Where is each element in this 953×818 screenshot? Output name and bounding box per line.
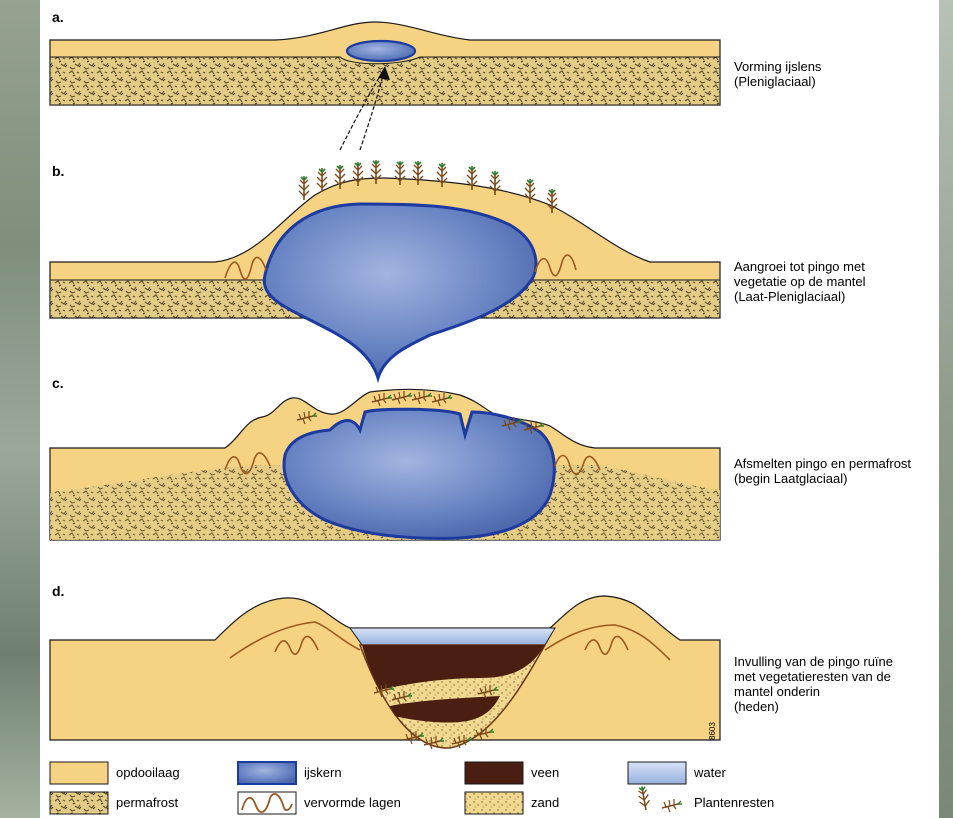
legend-swatch-water	[628, 762, 686, 784]
legend-swatch-ijskern	[238, 762, 296, 784]
panel-b: b. Aangroei tot pingo met vegetatie op d…	[50, 160, 866, 378]
background-right	[939, 0, 953, 818]
panel-a-caption-2: (Pleniglaciaal)	[734, 74, 816, 89]
legend-label-zand: zand	[531, 795, 559, 810]
panel-d-letter: d.	[52, 583, 64, 599]
panel-c-caption-1: Afsmelten pingo en permafrost	[734, 456, 911, 471]
panel-a-caption-1: Vorming ijslens	[734, 59, 822, 74]
legend-label-veen: veen	[531, 765, 559, 780]
panel-d-caption-3: mantel onderin	[734, 684, 820, 699]
legend-plantenresten-icon	[637, 785, 682, 812]
panel-a: a. Vorming ijslens (Pleniglaciaal)	[50, 9, 822, 150]
panel-d-caption-1: Invulling van de pingo ruïne	[734, 654, 893, 669]
panel-b-letter: b.	[52, 163, 64, 179]
legend-label-ijskern: ijskern	[304, 765, 342, 780]
panel-a-ice-lens	[347, 41, 415, 61]
panel-d-caption-2: met vegetatieresten van de	[734, 669, 891, 684]
legend-label-plantenresten: Plantenresten	[694, 795, 774, 810]
legend-label-vervormde-lagen: vervormde lagen	[304, 795, 401, 810]
panel-c-caption-2: (begin Laatglaciaal)	[734, 471, 847, 486]
panel-b-ice-core	[264, 204, 536, 378]
panel-d-caption-4: (heden)	[734, 699, 779, 714]
panel-d-water	[350, 628, 555, 645]
legend-swatch-opdooilaag	[50, 762, 108, 784]
pingo-diagram: a. Vorming ijslens (Pleniglaciaal) b.	[40, 0, 939, 818]
panel-d: d. 8603 Invulling van de pingo ruïne met…	[50, 583, 893, 749]
figure-code: 8603	[708, 722, 717, 740]
legend-swatch-zand	[465, 792, 523, 814]
panel-b-caption-1: Aangroei tot pingo met	[734, 259, 865, 274]
legend-label-permafrost: permafrost	[116, 795, 179, 810]
panel-c: c. Afsmelten pingo en permafrost (begin …	[50, 375, 911, 540]
legend-label-water: water	[693, 765, 726, 780]
panel-b-caption-2: vegetatie op de mantel	[734, 274, 866, 289]
legend-swatch-permafrost	[50, 792, 108, 814]
legend: opdooilaag ijskern veen water permafrost…	[50, 762, 774, 814]
diagram-panel: a. Vorming ijslens (Pleniglaciaal) b.	[40, 0, 939, 818]
legend-swatch-veen	[465, 762, 523, 784]
panel-b-caption-3: (Laat-Pleniglaciaal)	[734, 289, 845, 304]
panel-a-permafrost	[50, 57, 720, 105]
panel-a-letter: a.	[52, 9, 64, 25]
panel-c-letter: c.	[52, 375, 64, 391]
legend-label-opdooilaag: opdooilaag	[116, 765, 180, 780]
background-left	[0, 0, 40, 818]
